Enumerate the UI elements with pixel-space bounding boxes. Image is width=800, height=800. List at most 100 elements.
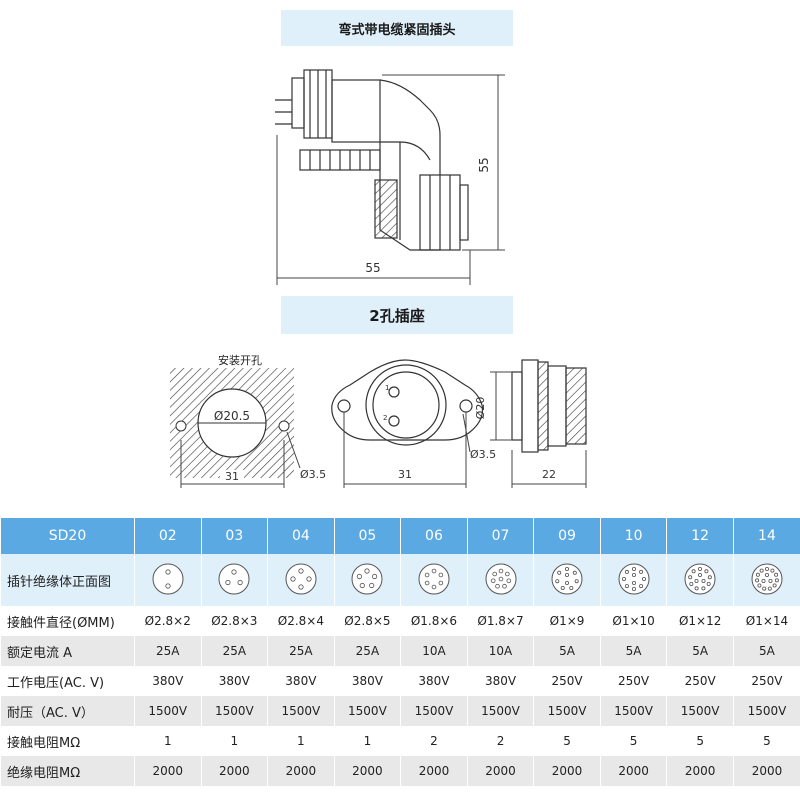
model-05: 05 [333,518,401,554]
pin-diagram [267,554,335,606]
title-plug: 弯式带电缆紧固插头 [338,22,456,38]
spec-cell: 5A [533,636,601,666]
model-14: 14 [732,518,800,554]
spec-cell: 2000 [200,756,268,786]
title-socket: 2孔插座 [369,306,425,325]
spec-cell: 380V [466,666,534,696]
model-04: 04 [267,518,335,554]
spec-cell: 25A [333,636,401,666]
spec-cell: 1500V [466,696,534,726]
pin-mark [491,571,497,576]
spec-cell: 5 [732,726,800,756]
pin-face-icon [618,563,650,594]
pin-mark [694,585,699,590]
pin-mark [565,566,570,571]
pin-mark [557,570,562,575]
spec-cell: 10A [466,636,534,666]
pin-mark [505,577,511,583]
model-02: 02 [134,518,202,554]
spec-cell: 1500V [400,696,468,726]
pin-mark [231,568,237,575]
model-10: 10 [599,518,667,554]
pin-diagram [466,554,534,606]
pin-face-icon [152,563,184,594]
spec-cell: 2000 [666,756,734,786]
spec-cell: 2000 [732,756,800,786]
mount-hole-label: 安装开孔 [218,353,262,367]
pin-mark [624,569,629,574]
spec-cell: 25A [134,636,202,666]
pin-mark [572,570,577,575]
model-12: 12 [666,518,734,554]
spec-cell: 380V [134,666,202,696]
pin-mark [424,572,430,577]
pin-mark [707,574,712,579]
pin-mark [761,578,766,583]
pin-mark [767,586,772,591]
spec-cell: 25A [267,636,335,666]
pin-mark [704,568,709,573]
model-03: 03 [200,518,268,554]
spec-cell: 2000 [333,756,401,786]
table-header-row: SD20 02 03 04 05 06 07 09 10 12 14 [0,518,800,554]
spec-cell: 2000 [533,756,601,786]
cutout-spacing-label: 31 [225,470,239,483]
spec-cell: 2000 [599,756,667,786]
spec-cell: Ø1×12 [666,606,734,636]
spec-cell: 1500V [533,696,601,726]
spec-cell: 1500V [732,696,800,726]
plug-height-label: 55 [477,157,491,172]
spec-cell: Ø1×9 [533,606,601,636]
pin-mark [759,568,764,573]
pin-mark [698,566,703,571]
socket-side-view [490,359,587,488]
pin-2-label: 2 [383,414,387,422]
pin-mark [574,578,579,583]
pin-mark [424,580,430,585]
pin-mark [357,573,363,579]
spec-cell: 2 [400,726,468,756]
pin-diagram [200,554,268,606]
socket-drawings: 安装开孔 Ø20.5 31 Ø3.5 1 2 31 Ø3.5 [170,353,587,488]
pin-mark [764,566,769,571]
spec-cell: 2000 [134,756,202,786]
plug-dimension-lines [276,74,505,285]
pin-mark [701,585,706,590]
spec-cell: Ø1×10 [599,606,667,636]
spec-cell: 1500V [267,696,335,726]
pin-mark [565,572,570,577]
spec-cell: 250V [666,666,734,696]
pin-mark [694,578,699,583]
pin-mark [372,573,378,579]
spec-cell: 5 [533,726,601,756]
spec-cell: 380V [400,666,468,696]
pin-mark [631,566,636,571]
pin-mark [569,585,574,590]
spec-cell: Ø1.8×7 [466,606,534,636]
pin-face-icon [751,563,783,594]
pin-mark [306,575,312,582]
spec-cell: 5 [666,726,734,756]
pin-mark [774,572,779,577]
pin-mark [438,580,444,585]
pin-diagram [732,554,800,606]
pin-diagram [400,554,468,606]
pin-diagram [599,554,667,606]
spec-table: SD20 02 03 04 05 06 07 09 10 12 14 插针绝缘体… [0,518,800,786]
row-label: 额定电流 A [0,636,135,666]
pin-mark [290,575,296,582]
pin-mark [631,572,636,577]
spec-cell: 250V [599,666,667,696]
spec-cell: Ø1×14 [732,606,800,636]
plug-width-label: 55 [365,261,380,275]
spec-cell: 1 [200,726,268,756]
pin-mark [501,583,507,589]
spec-cell: 1500V [333,696,401,726]
spec-cell: 380V [200,666,268,696]
spec-cell: 250V [533,666,601,696]
pin-mark [624,583,629,588]
model-06: 06 [400,518,468,554]
